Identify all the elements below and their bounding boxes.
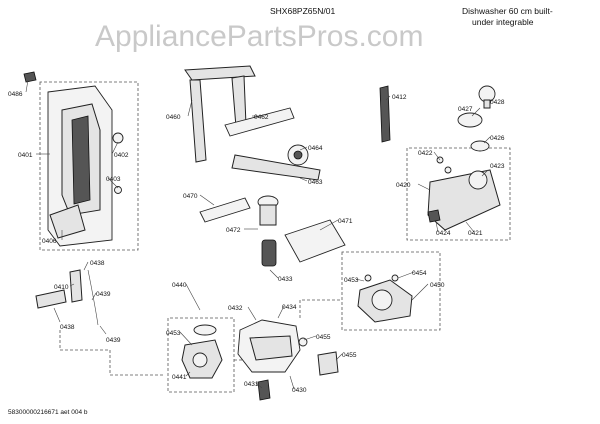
label-0463: 0463 bbox=[308, 179, 323, 186]
label-0439-lower: 0439 bbox=[106, 337, 121, 344]
label-0464: 0464 bbox=[308, 145, 323, 152]
label-0403: 0403 bbox=[106, 176, 121, 183]
label-0423: 0423 bbox=[490, 163, 505, 170]
label-0455-upper: 0455 bbox=[316, 334, 331, 341]
filter-part bbox=[257, 195, 346, 267]
circulation-pump-part bbox=[357, 274, 413, 323]
group-box-left-panel bbox=[39, 81, 139, 251]
drain-pump-part bbox=[181, 324, 223, 379]
spray-arm-part bbox=[184, 65, 321, 223]
label-0412: 0412 bbox=[392, 94, 407, 101]
heater-part bbox=[427, 156, 501, 231]
label-0428: 0428 bbox=[490, 99, 505, 106]
label-0420: 0420 bbox=[396, 182, 411, 189]
label-0402: 0402 bbox=[114, 152, 129, 159]
label-0453-upper: 0453 bbox=[344, 277, 359, 284]
label-0472: 0472 bbox=[226, 227, 241, 234]
watermark: AppliancePartsPros.com bbox=[95, 20, 423, 53]
label-0410: 0410 bbox=[54, 284, 69, 291]
sump-part bbox=[237, 319, 339, 401]
dispenser-parts bbox=[379, 85, 496, 152]
label-0432: 0432 bbox=[228, 305, 243, 312]
label-0401: 0401 bbox=[18, 152, 33, 159]
model-number: SHX68PZ65N/01 bbox=[270, 6, 335, 16]
label-0462: 0462 bbox=[254, 114, 269, 121]
label-0406: 0406 bbox=[42, 238, 57, 245]
label-0450: 0450 bbox=[430, 282, 445, 289]
label-0460: 0460 bbox=[166, 114, 181, 121]
label-0453-lower: 0453 bbox=[166, 330, 181, 337]
description-line-1: Dishwasher 60 cm built- bbox=[462, 6, 553, 16]
label-0486: 0486 bbox=[8, 91, 23, 98]
label-0424: 0424 bbox=[436, 230, 451, 237]
label-0427: 0427 bbox=[458, 106, 473, 113]
clip-part-0486 bbox=[23, 71, 37, 83]
label-0421: 0421 bbox=[468, 230, 483, 237]
group-box-pump bbox=[341, 251, 441, 331]
group-box-drain-pump bbox=[167, 317, 235, 393]
label-0434: 0434 bbox=[282, 304, 297, 311]
label-0440: 0440 bbox=[172, 282, 187, 289]
label-0438-lower: 0438 bbox=[60, 324, 75, 331]
label-0426: 0426 bbox=[490, 135, 505, 142]
label-0455-lower: 0455 bbox=[342, 352, 357, 359]
leader-lines bbox=[25, 79, 491, 390]
side-panel-part bbox=[47, 85, 124, 247]
label-0470: 0470 bbox=[183, 193, 198, 200]
label-0471: 0471 bbox=[338, 218, 353, 225]
label-0431: 0431 bbox=[244, 381, 259, 388]
hose-parts bbox=[35, 269, 99, 326]
label-0430: 0430 bbox=[292, 387, 307, 394]
label-0433: 0433 bbox=[278, 276, 293, 283]
description-line-2: under integrable bbox=[472, 17, 534, 27]
document-code: 58300000216671 aet 004 b bbox=[8, 409, 88, 416]
label-0439-upper: 0439 bbox=[96, 291, 111, 298]
label-0422: 0422 bbox=[418, 150, 433, 157]
label-0454: 0454 bbox=[412, 270, 427, 277]
label-0438-upper: 0438 bbox=[90, 260, 105, 267]
label-0441: 0441 bbox=[172, 374, 187, 381]
